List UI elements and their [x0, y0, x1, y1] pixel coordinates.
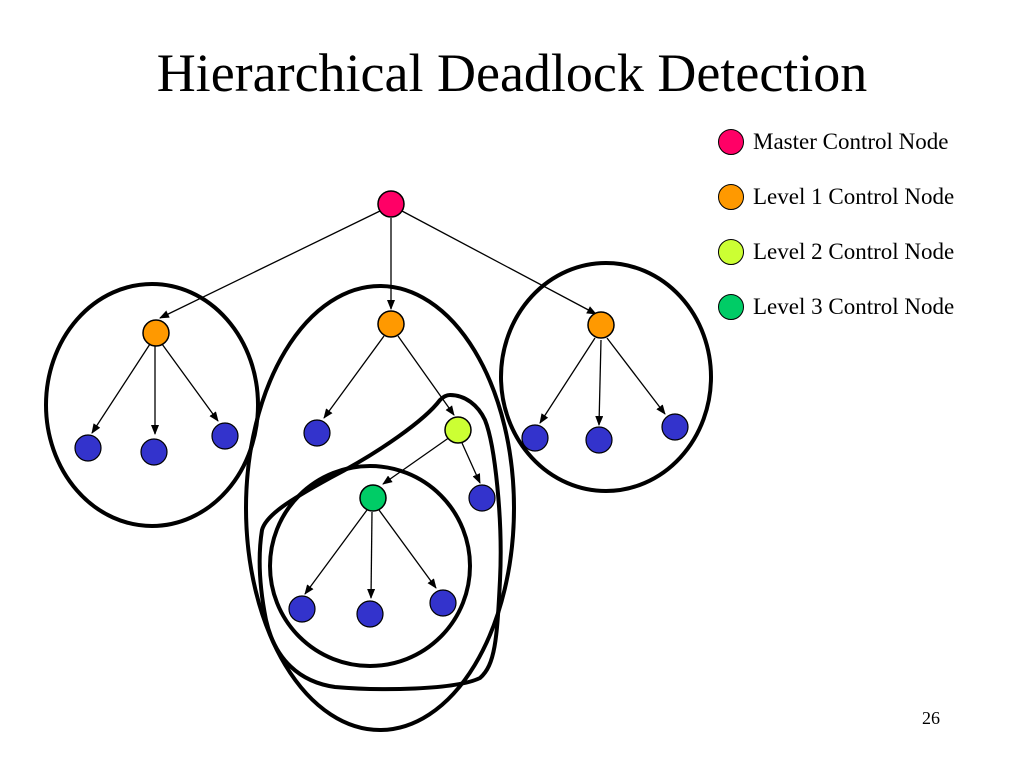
leaf-node	[429, 589, 457, 617]
legend-item-level1: Level 1 Control Node	[718, 179, 954, 215]
level3-region-outline	[268, 464, 472, 668]
legend-item-level3: Level 3 Control Node	[718, 289, 954, 325]
level1-control-node-left	[142, 319, 170, 347]
page-number: 26	[922, 708, 940, 728]
legend-item-master: Master Control Node	[718, 124, 954, 160]
level2-region-outline	[257, 392, 503, 692]
arrow-level2-to-leaf	[461, 442, 481, 484]
level1-control-node-right	[587, 311, 615, 339]
arrow-right-to-leaf2	[595, 339, 604, 426]
arrow-left-to-leaf3	[161, 343, 219, 422]
arrow-right-to-leaf1	[539, 337, 596, 424]
arrow-right-to-leaf3	[606, 337, 666, 415]
master-node-swatch	[718, 129, 744, 155]
level3-control-node	[359, 484, 387, 512]
level1-node-swatch	[718, 184, 744, 210]
legend-label: Master Control Node	[753, 129, 949, 154]
leaf-node	[211, 422, 239, 450]
leaf-node	[356, 600, 384, 628]
arrow-left-to-leaf1	[91, 343, 151, 434]
leaf-node	[521, 424, 549, 452]
legend-label: Level 3 Control Node	[753, 294, 955, 319]
leaf-node	[468, 484, 496, 512]
master-control-node	[377, 190, 405, 218]
legend-label: Level 1 Control Node	[753, 184, 955, 209]
right-region-outline	[499, 261, 713, 493]
legend-item-level2: Level 2 Control Node	[718, 234, 954, 270]
arrow-level3-to-leaf1	[304, 509, 368, 595]
legend: Master Control Node Level 1 Control Node…	[718, 124, 954, 344]
leaf-node	[661, 413, 689, 441]
arrow-middle-to-level2	[397, 335, 455, 416]
level3-node-swatch	[718, 294, 744, 320]
level2-control-node	[444, 416, 472, 444]
arrow-master-to-left	[159, 210, 381, 319]
left-region-outline	[44, 282, 260, 528]
arrow-level2-to-level3	[382, 436, 451, 485]
slide-title: Hierarchical Deadlock Detection	[156, 43, 868, 103]
leaf-node	[585, 426, 613, 454]
arrow-middle-to-leaf	[323, 335, 385, 419]
arrow-master-to-right	[401, 210, 597, 315]
legend-label: Level 2 Control Node	[753, 239, 955, 264]
leaf-node	[74, 434, 102, 462]
arrow-level3-to-leaf3	[378, 509, 437, 589]
leaf-node	[140, 438, 168, 466]
level1-control-node-middle	[377, 310, 405, 338]
level2-node-swatch	[718, 239, 744, 265]
leaf-node	[288, 595, 316, 623]
leaf-node	[303, 419, 331, 447]
arrow-level3-to-leaf2	[367, 511, 376, 599]
middle-region-outline	[244, 284, 516, 732]
